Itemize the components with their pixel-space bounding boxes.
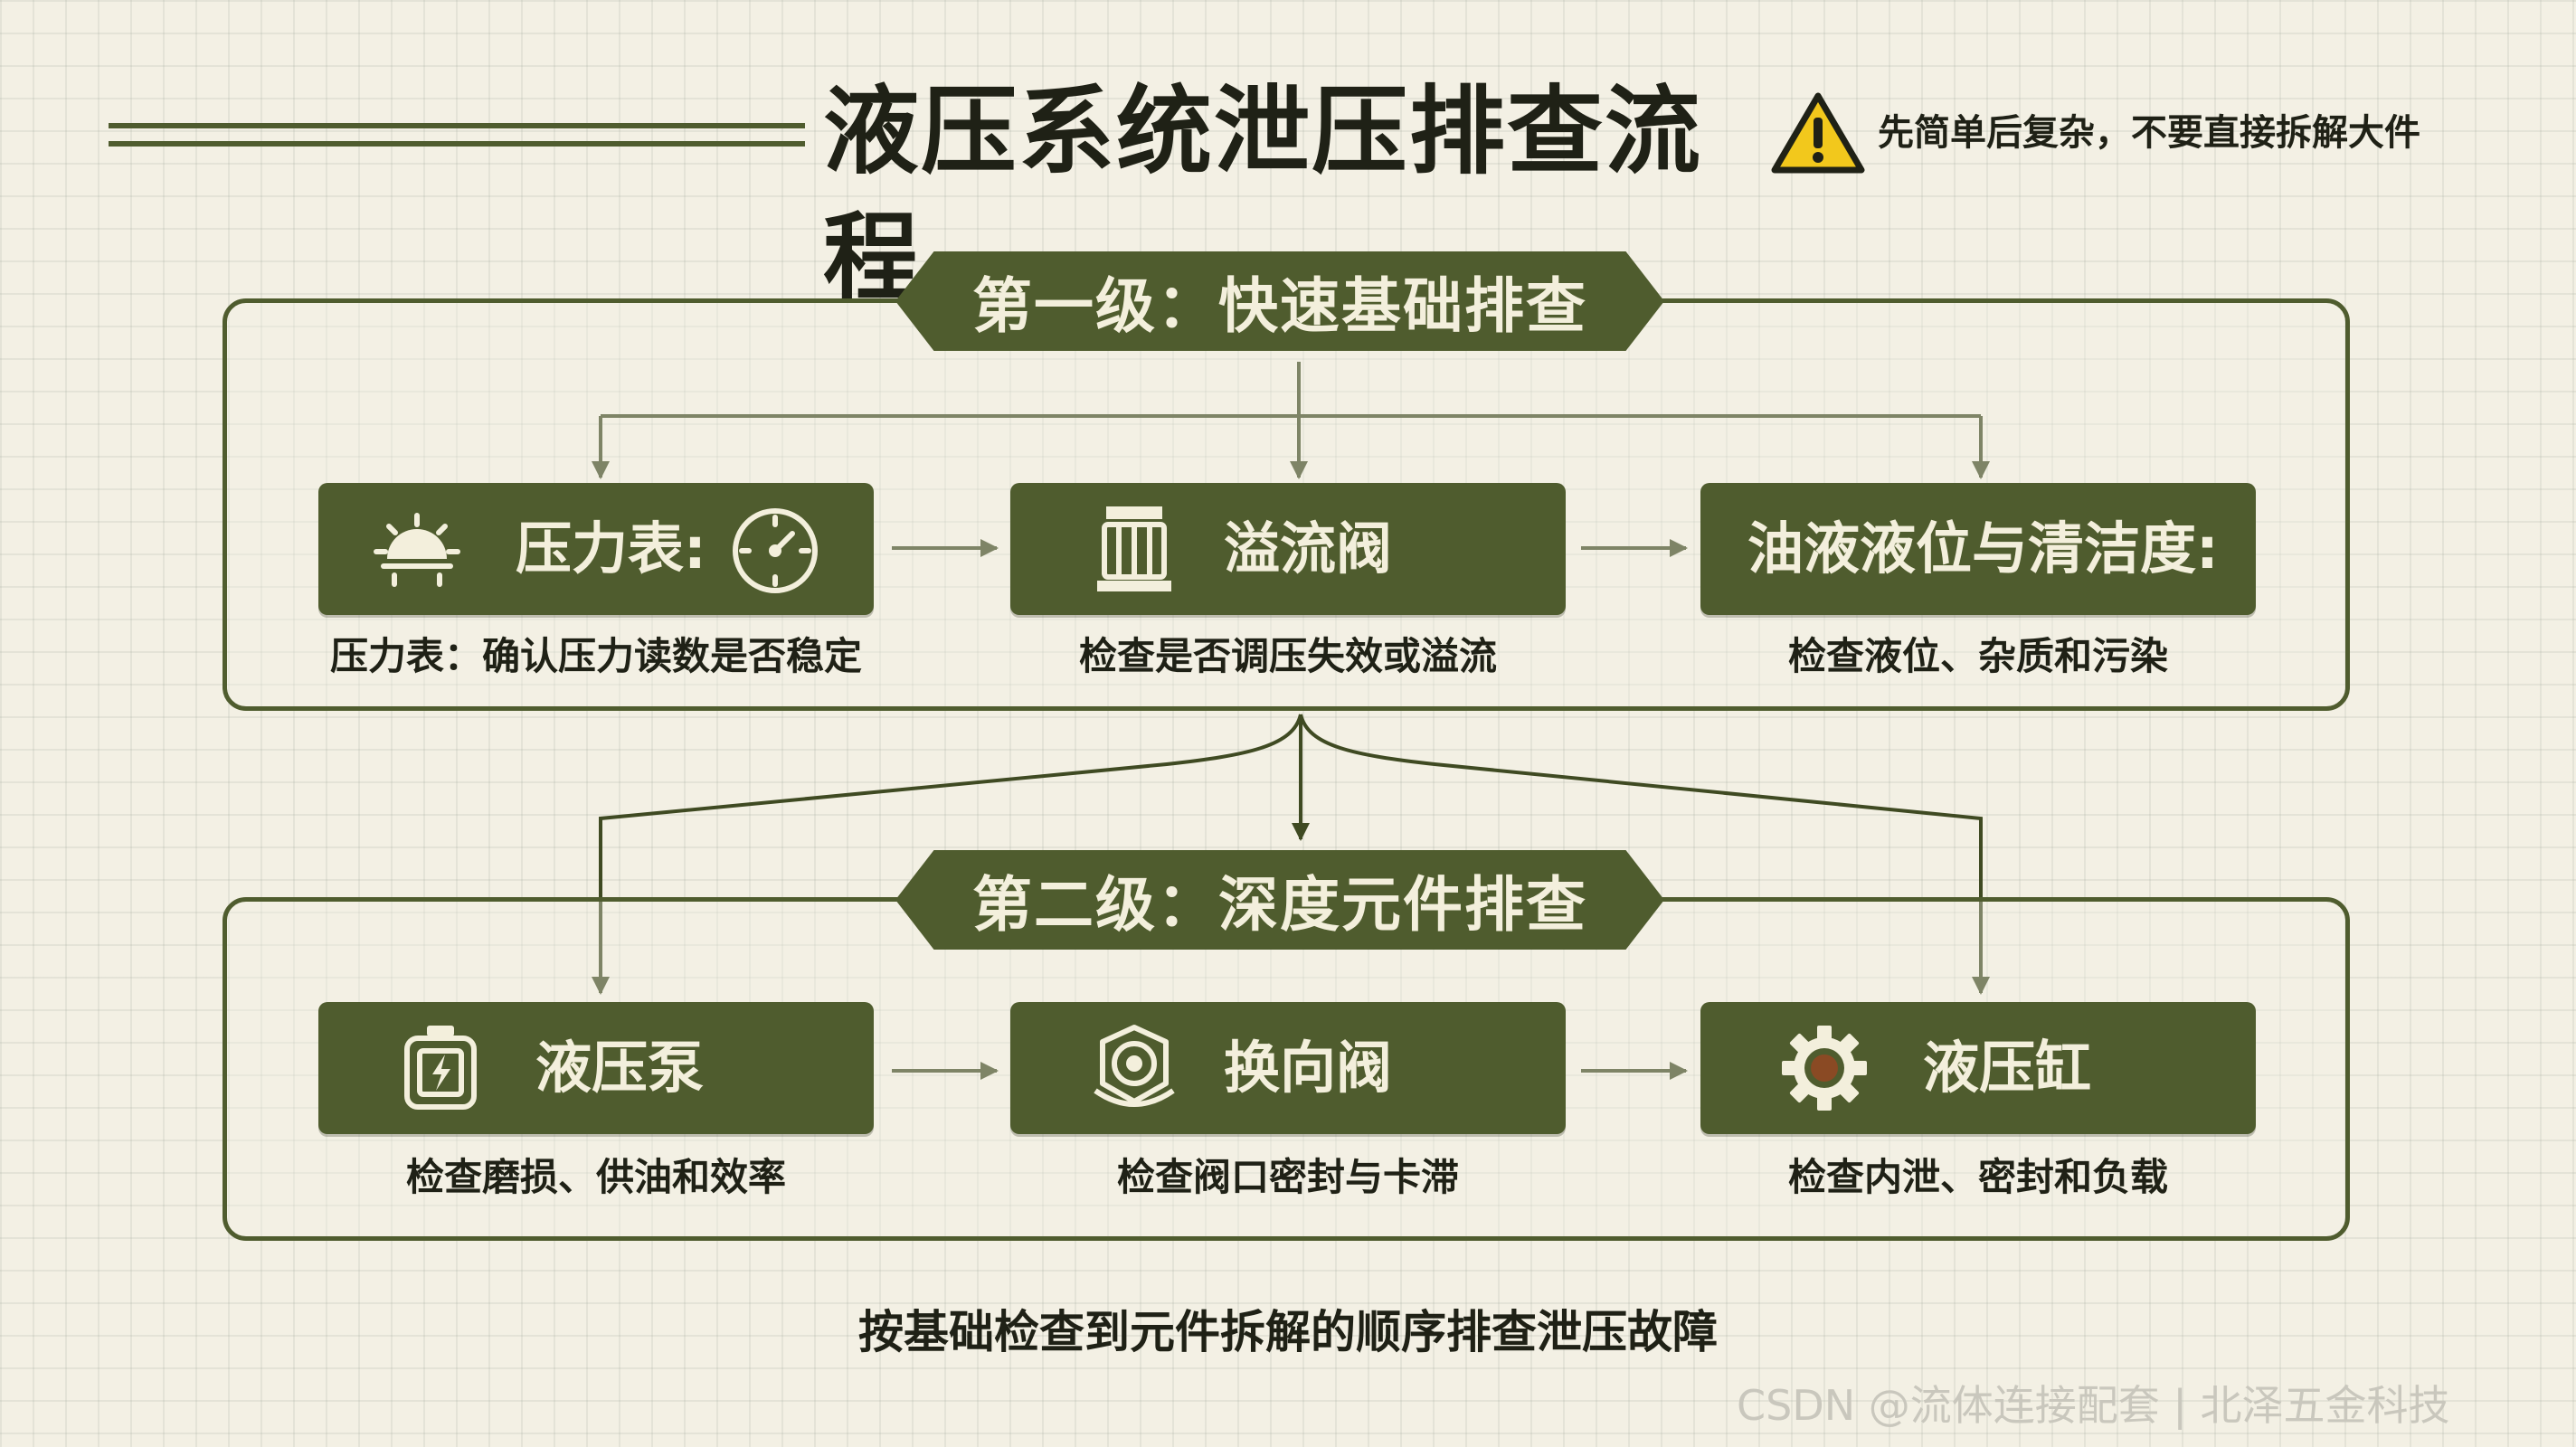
connector-fan-right — [1299, 714, 1990, 995]
step-title-directional-valve: 换向阀 — [1224, 1035, 1393, 1101]
step-desc-directional-valve: 检查阀口密封与卡滞 — [1116, 1155, 1459, 1199]
csdn-watermark: CSDN @流体连接配套 | 北泽五金科技 — [1737, 1381, 2450, 1430]
connector-fan-left — [592, 714, 1302, 995]
step-card-relief-valve: 溢流阀 — [1010, 483, 1566, 615]
page-title: 液压系统泄压排查流程 — [823, 76, 1702, 314]
step-title-hydraulic-pump: 液压泵 — [535, 1035, 705, 1101]
step-desc-relief-valve: 检查是否调压失效或溢流 — [1078, 634, 1497, 678]
step-card-hydraulic-cylinder: 液压缸 — [1700, 1002, 2256, 1134]
step-desc-pressure-gauge: 压力表：确认压力读数是否稳定 — [329, 634, 862, 678]
step-title-relief-valve: 溢流阀 — [1224, 515, 1393, 582]
step-title-oil-level: 油液液位与清洁度: — [1747, 515, 2219, 582]
warning-triangle-icon — [1771, 92, 1865, 174]
level-1-banner: 第一级：快速基础排查 — [895, 251, 1664, 351]
relief-valve-icon — [1097, 506, 1171, 591]
hydraulic-pump-icon — [404, 1026, 477, 1110]
step-desc-oil-level: 检查液位、杂质和污染 — [1787, 634, 2168, 678]
level-2-banner: 第二级：深度元件排查 — [895, 850, 1664, 950]
step-desc-hydraulic-pump: 检查磨损、供油和效率 — [405, 1155, 786, 1199]
gauge-icon — [374, 513, 460, 587]
level-2-label: 第二级：深度元件排查 — [972, 870, 1587, 940]
clock-gauge-icon — [733, 508, 818, 593]
cylinder-gear-icon — [1782, 1026, 1867, 1111]
step-title-hydraulic-cylinder: 液压缸 — [1923, 1035, 2092, 1101]
step-card-directional-valve: 换向阀 — [1010, 1002, 1566, 1134]
step-desc-hydraulic-cylinder: 检查内泄、密封和负载 — [1787, 1155, 2168, 1199]
title-rule-top — [109, 123, 805, 128]
step-card-pressure-gauge: 压力表: — [318, 483, 874, 615]
warning-text: 先简单后复杂，不要直接拆解大件 — [1878, 112, 2420, 154]
step-card-oil-level: 油液液位与清洁度: — [1700, 483, 2256, 615]
level-1-label: 第一级：快速基础排查 — [972, 271, 1587, 341]
directional-valve-icon — [1094, 1025, 1175, 1107]
title-rule-bottom — [109, 141, 805, 147]
step-title-pressure-gauge: 压力表: — [516, 515, 706, 582]
step-card-hydraulic-pump: 液压泵 — [318, 1002, 874, 1134]
footer-summary: 按基础检查到元件拆解的顺序排查泄压故障 — [858, 1306, 1718, 1358]
